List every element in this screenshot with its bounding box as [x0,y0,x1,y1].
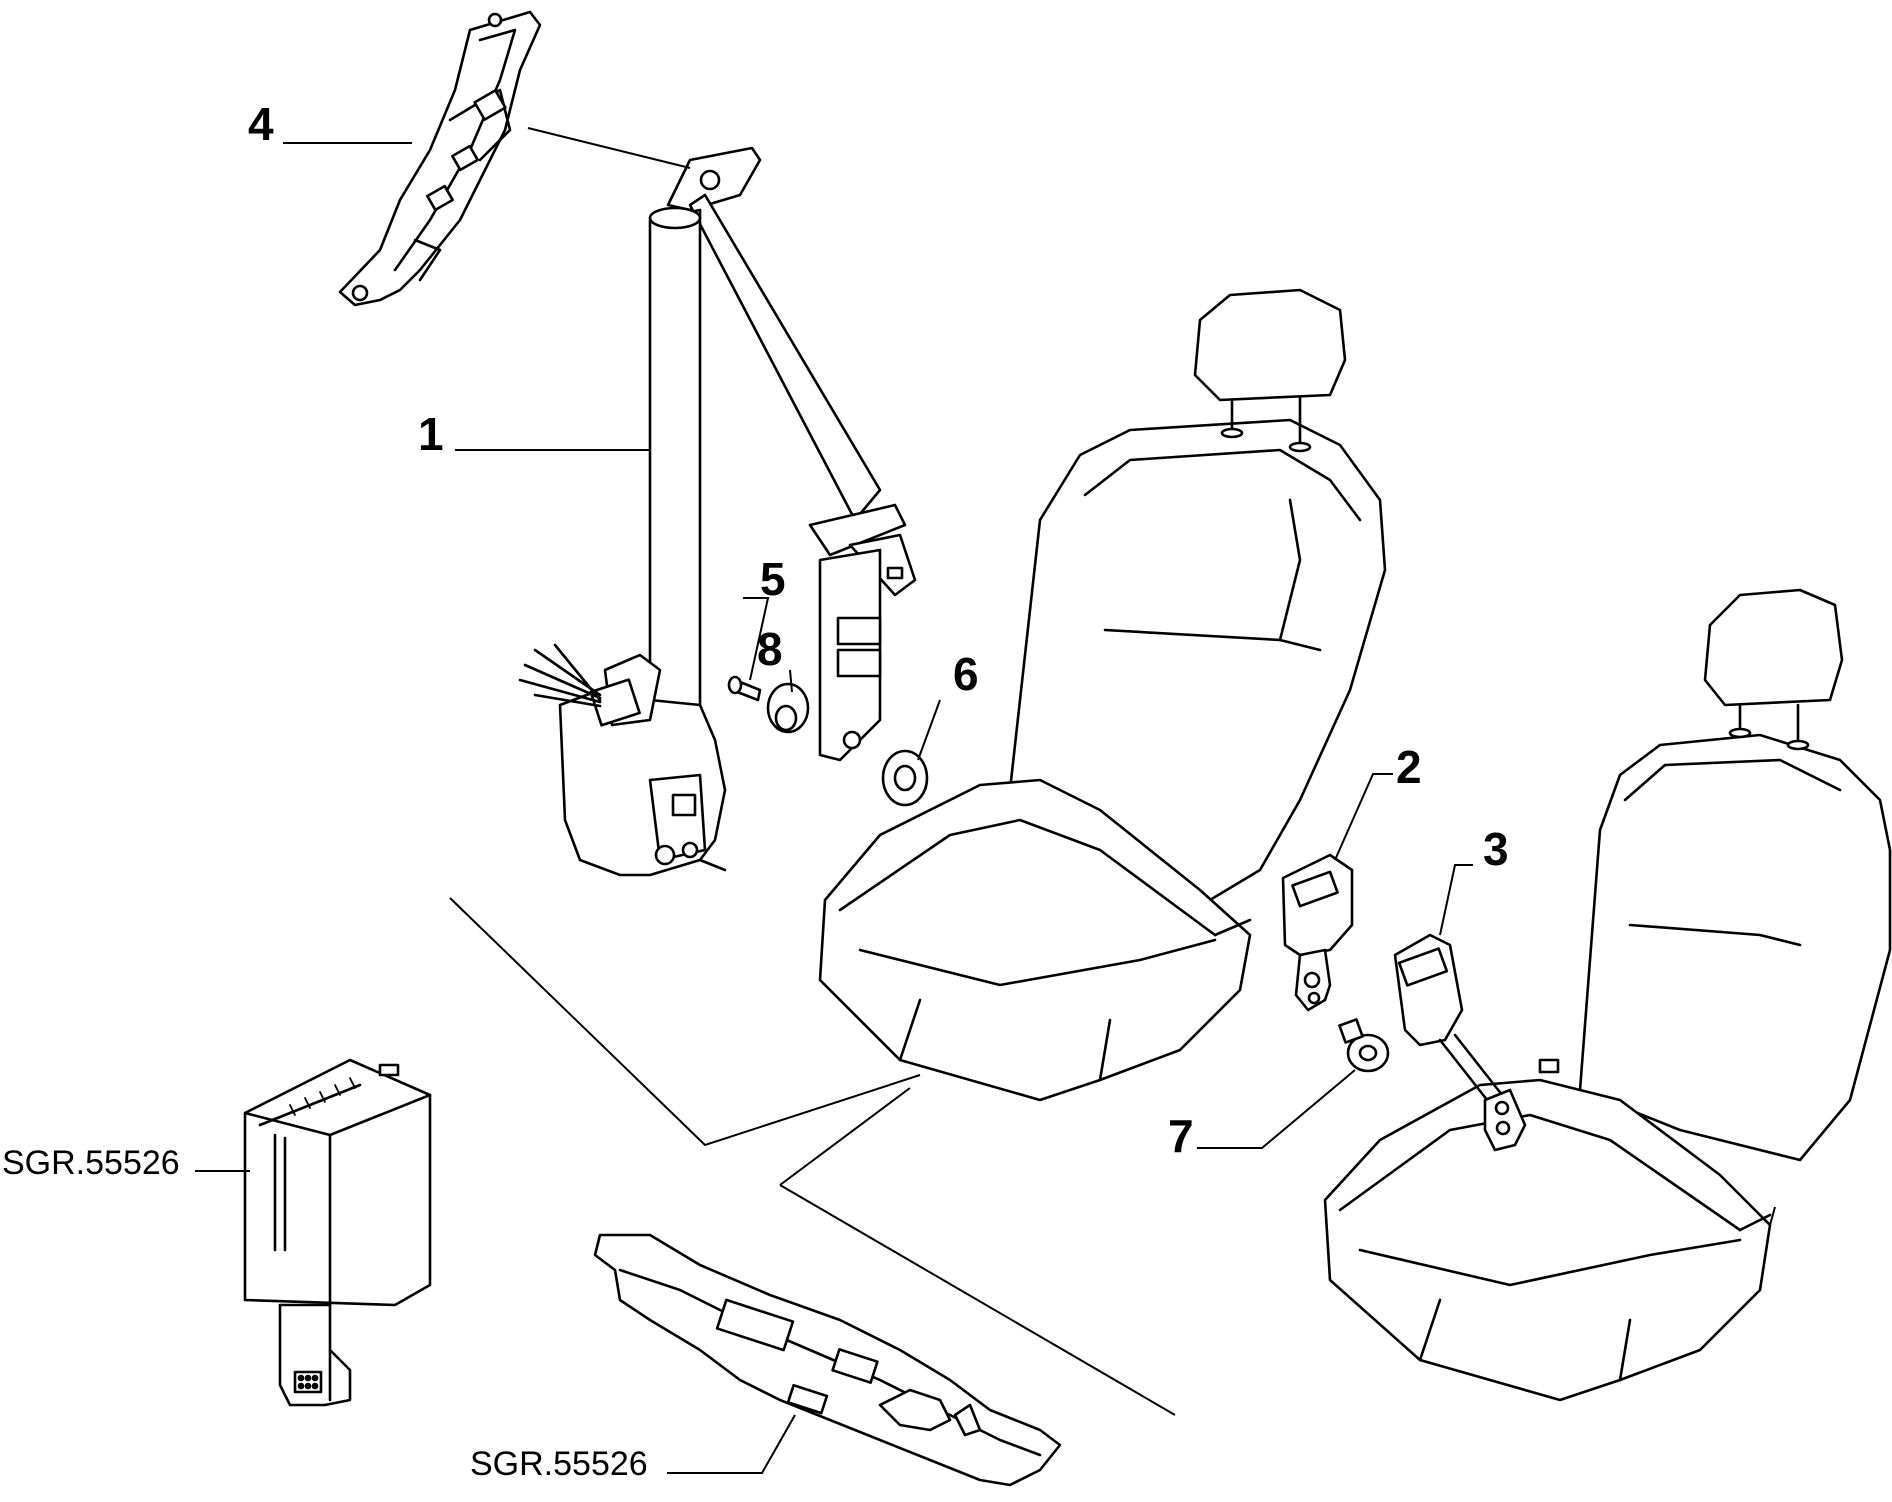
seat-belt-buckle-rear [1393,933,1527,1152]
projection-line-c [779,1184,1176,1416]
callout-6: 6 [953,648,979,700]
leader-3 [1439,864,1473,936]
control-module [243,1058,432,1407]
bolt [727,675,762,702]
callout-7: 7 [1168,1110,1194,1162]
callout-8: 8 [757,623,783,675]
callout-1: 1 [418,408,444,460]
callout-3: 3 [1483,823,1509,875]
spacer [766,682,810,734]
projection-line-a [449,897,921,1147]
leader-7 [1197,1069,1356,1149]
leader-8 [789,669,793,693]
washer [881,749,929,807]
rear-seat [1323,588,1892,1402]
projection-line-b [779,1087,911,1186]
leader-mat [667,1414,796,1474]
leader-2 [1334,773,1393,861]
module-reference-code: SGR.55526 [2,1144,180,1182]
callout-2: 2 [1396,741,1422,793]
callout-5: 5 [760,553,786,605]
seat-belt-assembly [518,146,917,877]
leader-5 [743,597,770,681]
leader-4-b [527,127,691,169]
callout-4: 4 [248,98,274,150]
seat-belt-buckle-front [1281,853,1354,1012]
buckle-bolt [1338,1018,1390,1073]
projection-line-d [1769,1206,1776,1226]
mat-reference-code: SGR.55526 [470,1445,648,1483]
leader-lines [195,127,1776,1474]
leader-6 [917,699,941,761]
height-adjuster-rail [338,10,542,307]
floor-sensor-mat [593,1233,1062,1487]
callout-labels: 4 1 5 8 6 2 3 7 SGR.55526 SGR.55526 [2,98,1509,1483]
front-seat [818,288,1387,1102]
